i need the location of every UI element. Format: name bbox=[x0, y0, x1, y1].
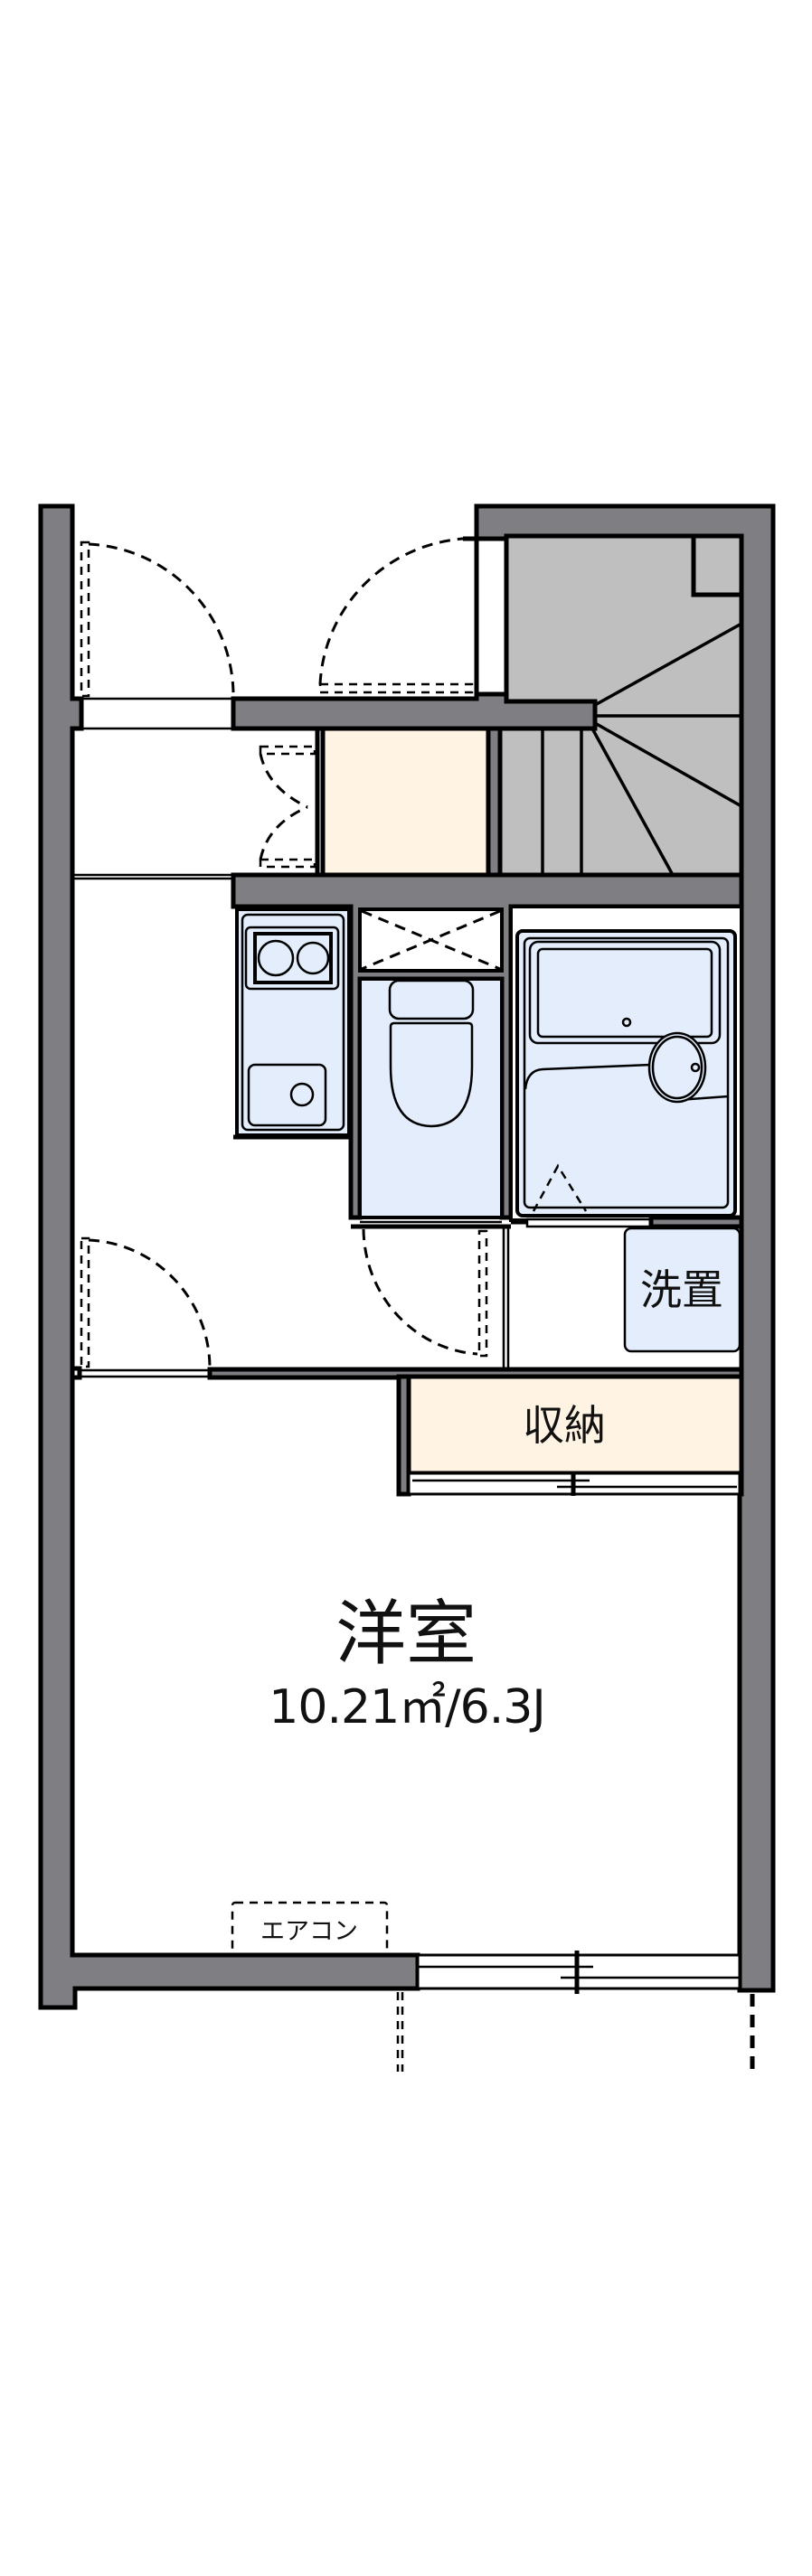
ceiling-storage-cross bbox=[361, 909, 501, 971]
air-conditioner-outline bbox=[231, 1901, 389, 1957]
room-area-western: 10.21㎡/6.3J bbox=[269, 1680, 545, 1735]
burner-icon bbox=[257, 939, 295, 977]
stair-step-line bbox=[590, 728, 675, 876]
bathroom-door-gap bbox=[525, 1217, 653, 1228]
room-door-leaf bbox=[80, 1236, 90, 1368]
air-conditioner-label: エアコン bbox=[260, 1917, 358, 1946]
room-label-washer: 洗置 bbox=[640, 1265, 723, 1314]
sink-drain-icon bbox=[289, 1082, 315, 1107]
bathtub-inner bbox=[536, 947, 713, 1039]
washer-pan bbox=[623, 1227, 741, 1353]
sink bbox=[247, 1063, 327, 1127]
bathroom-wall-stub bbox=[648, 1215, 744, 1229]
entry-door-leaf bbox=[80, 541, 90, 698]
storage-door-leaf-top bbox=[259, 745, 316, 756]
stair-door-swing bbox=[318, 537, 464, 685]
bathroom-door-fold bbox=[532, 1163, 588, 1212]
wash-basin-drain-icon bbox=[690, 1062, 701, 1073]
left-exterior-wall bbox=[38, 503, 420, 2010]
storage-door-swing-top bbox=[259, 753, 308, 809]
wash-area-line bbox=[524, 1063, 652, 1090]
entry-storage bbox=[320, 726, 491, 878]
room-door-swing bbox=[88, 1238, 212, 1368]
toilet-bowl bbox=[389, 1021, 474, 1128]
stair-step-line bbox=[594, 622, 742, 707]
stair-door-leaf bbox=[318, 682, 474, 694]
storage-door-leaf-bottom bbox=[259, 858, 316, 869]
closet bbox=[406, 1374, 744, 1476]
toilet-tank bbox=[388, 979, 475, 1020]
burner-icon bbox=[296, 941, 330, 975]
stair-landing-notch bbox=[691, 533, 744, 597]
room-label-western: 洋室 bbox=[335, 1594, 477, 1675]
entry-door-swing bbox=[88, 542, 235, 695]
room-label-closet: 収納 bbox=[523, 1401, 606, 1450]
toilet-door-swing bbox=[362, 1228, 478, 1356]
wash-basin-inner bbox=[651, 1035, 703, 1100]
bathtub-drain-icon bbox=[621, 1017, 632, 1028]
stair-step-line bbox=[594, 721, 742, 808]
storage-door-swing-bottom bbox=[259, 805, 308, 860]
lower-hall-doorway-left bbox=[70, 1366, 82, 1380]
toilet-door-leaf bbox=[477, 1229, 488, 1358]
